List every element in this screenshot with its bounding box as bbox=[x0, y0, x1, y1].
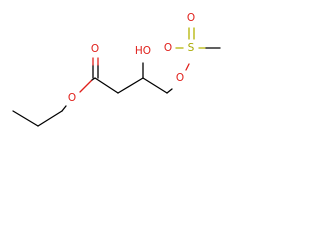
atom-hydroxyl: HO bbox=[135, 45, 151, 57]
bond-c2-c3 bbox=[117, 77, 144, 94]
atom-carbonyl-oxygen: O bbox=[91, 43, 99, 55]
bond-c1-c2 bbox=[94, 77, 119, 94]
bond-c4-o bbox=[166, 88, 173, 94]
bond-c3-c4 bbox=[142, 77, 168, 94]
atom-sulfonyl-oxygen-left: O bbox=[164, 42, 172, 54]
atom-ester-oxygen: O bbox=[68, 92, 76, 104]
bond-propyl-c1-o bbox=[61, 105, 67, 112]
atom-sulfonyl-oxygen-top: O bbox=[187, 12, 195, 24]
chemical-structure: O O HO O S O O bbox=[12, 12, 221, 127]
bond-propyl-c2-c1 bbox=[37, 110, 63, 127]
bond-o-s bbox=[185, 63, 190, 71]
bond-ester-o-c bbox=[79, 79, 93, 93]
bond-propyl-c3-c2 bbox=[12, 110, 39, 127]
atom-sulfur: S bbox=[188, 42, 195, 54]
atom-sulfonate-oxygen: O bbox=[176, 72, 184, 84]
